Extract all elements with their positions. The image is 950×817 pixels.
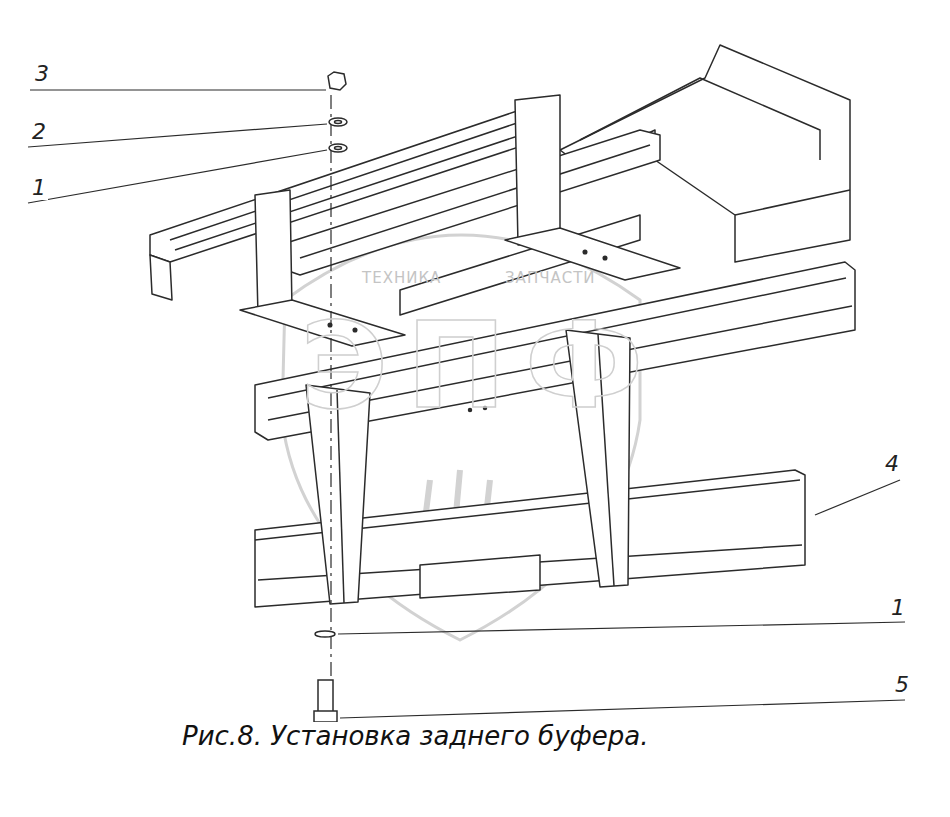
callout-number: 2 bbox=[30, 120, 48, 144]
nut bbox=[328, 72, 346, 90]
figure-caption: Рис.8. Установка заднего буфера. bbox=[180, 722, 650, 751]
callout-number: 3 bbox=[33, 62, 51, 86]
watermark-text: ТЕХНИКА bbox=[362, 270, 441, 287]
callout-number: 1 bbox=[889, 596, 907, 620]
watermark-logo: ЭПФ bbox=[300, 300, 662, 432]
washer bbox=[329, 144, 347, 152]
bolt bbox=[318, 680, 333, 712]
callout-number: 1 bbox=[30, 176, 48, 200]
bolt-head bbox=[314, 711, 337, 722]
watermark-text: ЗАПЧАСТИ bbox=[505, 270, 596, 287]
leader-lines bbox=[28, 90, 905, 718]
callout-number: 5 bbox=[893, 673, 911, 697]
washer bbox=[329, 118, 347, 126]
washer bbox=[315, 631, 335, 637]
callout-number: 4 bbox=[883, 452, 901, 476]
